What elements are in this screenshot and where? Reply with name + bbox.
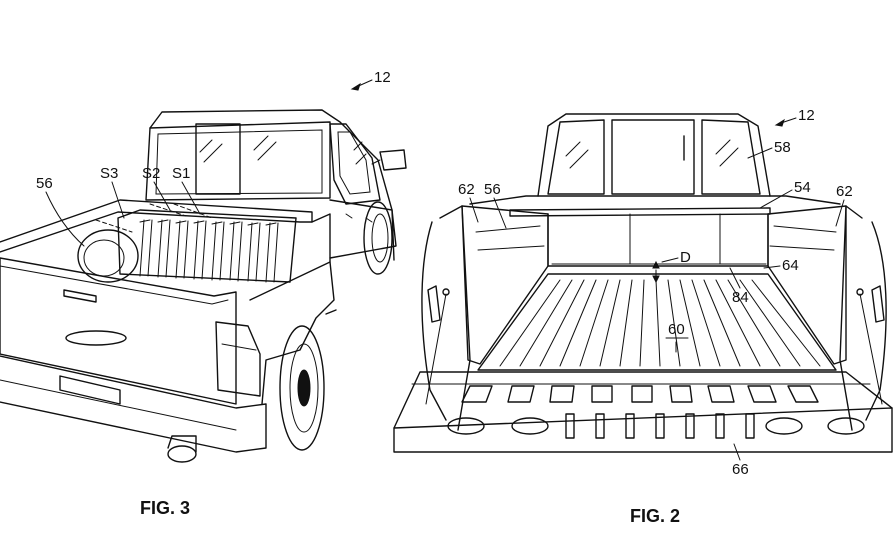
fig2-ref-60: 60 (668, 321, 685, 338)
fig2-ref-d: D (680, 249, 691, 266)
fig2-ref-64: 64 (782, 257, 799, 274)
fig2-ref-62-right: 62 (836, 183, 853, 200)
fig3-ref-s2: S2 (142, 165, 160, 182)
fig3-ref-s3: S3 (100, 165, 118, 182)
fig3-ref-56: 56 (36, 175, 53, 192)
fig2-ref-54: 54 (794, 179, 811, 196)
fig2-ref-56: 56 (484, 181, 501, 198)
fig2-ref-12: 12 (798, 107, 815, 124)
fig2-ref-84: 84 (732, 289, 749, 306)
fig3-ref-s1: S1 (172, 165, 190, 182)
fig3-truck-drawing (0, 109, 407, 463)
fig2-bed-ribs (499, 279, 821, 367)
fig2-caption: FIG. 2 (630, 506, 680, 526)
fig3-labels: 12 56 S3 S2 S1 (36, 69, 391, 247)
fig3-bed-corrugations (139, 219, 279, 283)
fig3-ref-12: 12 (374, 69, 391, 86)
fig2-ref-66: 66 (732, 461, 749, 478)
fig2-truck-drawing (393, 113, 893, 453)
fig3-caption: FIG. 3 (140, 498, 190, 518)
fig2-labels: 12 58 54 62 56 62 D 64 84 60 66 (458, 107, 853, 478)
fig2-ref-58: 58 (774, 139, 791, 156)
fig2-ref-62-left: 62 (458, 181, 475, 198)
fig2-tailgate-slots (447, 385, 865, 439)
